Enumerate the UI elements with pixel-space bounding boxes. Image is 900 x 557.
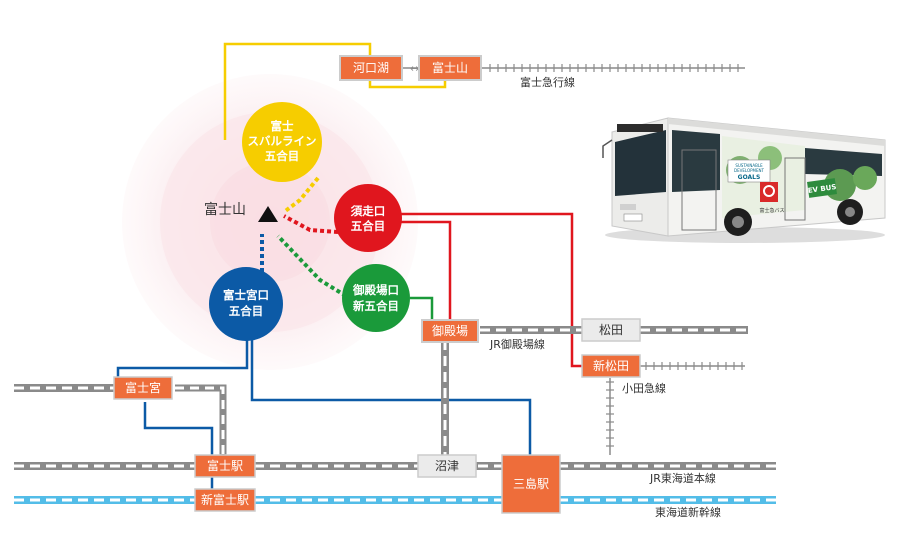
station-kawaguchiko[interactable]: 河口湖	[339, 55, 403, 81]
fuji-peak: 富士山	[204, 201, 278, 222]
shinmatsuda-label: 新松田	[593, 358, 629, 373]
station-fuji[interactable]: 富士駅	[194, 454, 256, 478]
tokaido-line-label: JR東海道本線	[649, 471, 716, 485]
trail-paths	[260, 176, 348, 298]
subaru-label-1: 富士	[271, 119, 294, 133]
shinkansen-line-label: 東海道新幹線	[655, 505, 721, 519]
fujikyuko-line-label: 富士急行線	[520, 75, 575, 89]
fujisan-station-label: 富士山	[432, 60, 468, 75]
subashiri-label-1: 須走口	[350, 204, 386, 218]
trailhead-gotemba[interactable]: 御殿場口 新五合目	[342, 264, 410, 332]
shinfuji-station-label: 新富士駅	[201, 492, 249, 507]
matsuda-label: 松田	[599, 323, 623, 337]
subaru-label-3: 五合目	[265, 149, 300, 163]
odakyu-line	[606, 362, 745, 455]
gotemba-label-2: 新五合目	[353, 299, 399, 313]
bus-operator: 富士急バス	[759, 207, 784, 214]
gotemba-label-1: 御殿場口	[352, 283, 399, 297]
red-route-shinmatsuda	[400, 212, 582, 368]
station-fujinomiya[interactable]: 富士宮	[113, 376, 173, 400]
station-fujisan[interactable]: 富士山	[418, 55, 482, 81]
trailhead-subashiri[interactable]: 須走口 五合目	[334, 184, 402, 252]
trailhead-fujinomiya[interactable]: 富士宮口 五合目	[209, 267, 283, 341]
fuji-station-label: 富士駅	[207, 458, 243, 473]
kawaguchiko-label: 河口湖	[353, 60, 389, 75]
bus-sdg-1: SUSTAINABLE	[735, 163, 763, 168]
station-numazu[interactable]: 沼津	[417, 454, 477, 478]
station-shinmatsuda[interactable]: 新松田	[581, 354, 641, 378]
peak-label: 富士山	[204, 201, 246, 218]
gotemba-line-label: JR御殿場線	[489, 337, 545, 351]
fujinomiya-th-label-1: 富士宮口	[223, 288, 269, 302]
numazu-label: 沼津	[435, 459, 459, 473]
red-route-gotemba	[400, 220, 452, 325]
station-gotemba[interactable]: 御殿場	[421, 319, 479, 343]
arrow-icon: ↔	[410, 62, 419, 75]
bus-ev-logo: EV BUS	[807, 183, 837, 195]
fujinomiya-th-label-2: 五合目	[229, 304, 264, 318]
odakyu-line-label: 小田急線	[622, 381, 666, 395]
subashiri-label-2: 五合目	[351, 219, 386, 233]
station-mishima[interactable]: 三島駅	[501, 454, 561, 514]
trailhead-subaru[interactable]: 富士 スバルライン 五合目	[242, 102, 322, 182]
fujinomiya-station-label: 富士宮	[125, 380, 161, 395]
subaru-label-2: スバルライン	[248, 134, 317, 148]
ev-bus-image: SUSTAINABLE DEVELOPMENT GOALS 富士急バス EV B…	[602, 117, 886, 243]
mishima-label: 三島駅	[513, 476, 549, 491]
green-route	[410, 296, 434, 320]
peak-triangle-icon	[258, 206, 278, 222]
station-matsuda[interactable]: 松田	[581, 318, 641, 342]
minobu-line	[175, 384, 227, 460]
blue-route-mishima	[250, 340, 532, 455]
gotemba-station-label: 御殿場	[432, 323, 468, 338]
bus-sdg-2: DEVELOPMENT	[734, 168, 764, 173]
bus-sdg-3: GOALS	[738, 174, 761, 181]
station-shinfuji[interactable]: 新富士駅	[194, 488, 256, 512]
minobu-line-dash	[175, 386, 225, 460]
